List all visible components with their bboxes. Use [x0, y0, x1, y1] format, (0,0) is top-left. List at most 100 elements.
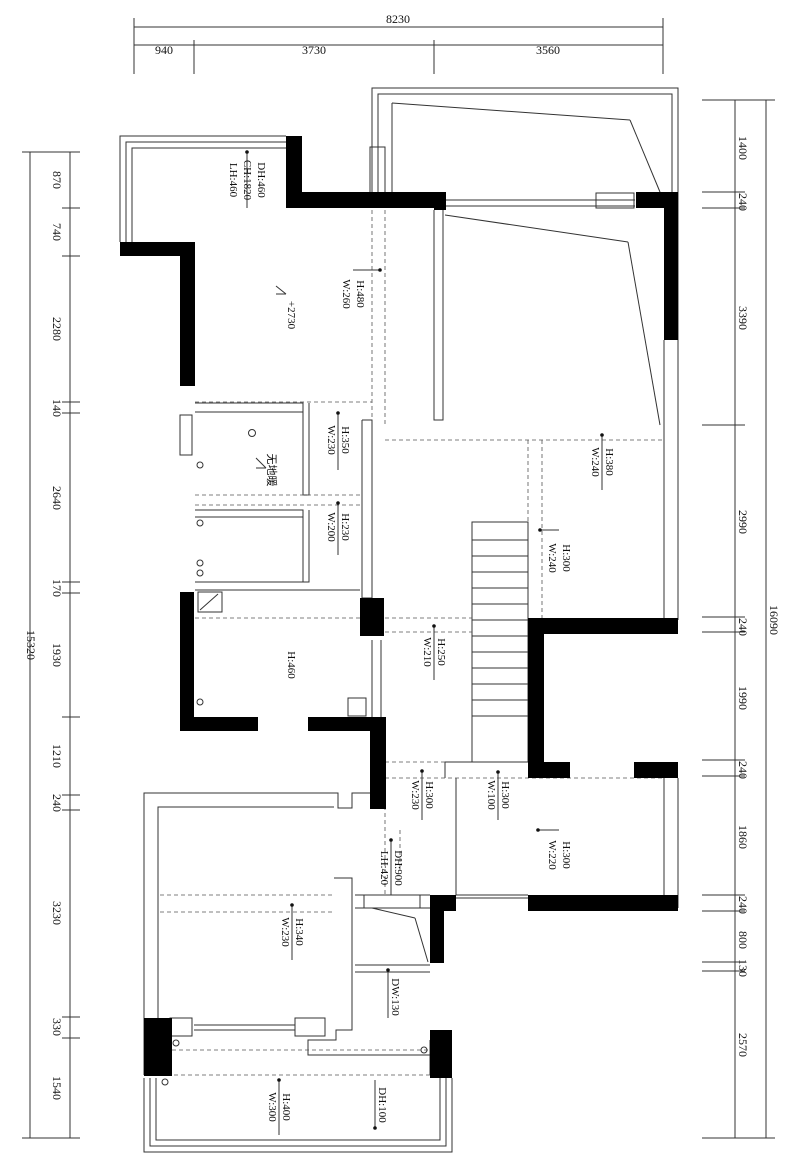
annotation-line: W:220: [546, 840, 558, 870]
dim-right-segment: 1860: [736, 825, 750, 849]
dim-right-total: 16090: [767, 605, 781, 635]
annotation-a17: H:400 W:300: [266, 1092, 292, 1122]
annotation-a16: DW:130: [389, 978, 401, 1016]
annotation-line: H:250: [435, 638, 447, 666]
dim-left-segment: 740: [50, 223, 64, 241]
annotation-line: DH:900: [392, 850, 404, 886]
top-dimension-chain: 8230 940 3730 3560: [133, 12, 664, 74]
annotation-line: H:350: [339, 426, 351, 454]
annotation-line: W:240: [589, 447, 601, 477]
dim-right-segment: 800: [736, 931, 750, 949]
annotation-line: H:300: [423, 781, 435, 809]
dim-right-segment: 240: [736, 193, 750, 211]
dim-left-segment: 2280: [50, 317, 64, 341]
dim-top-segment: 940: [155, 43, 173, 57]
dim-right-segment: 1990: [736, 686, 750, 710]
dim-left-segment: 330: [50, 1018, 64, 1036]
annotation-a14: DH:900 LH:420: [378, 850, 404, 886]
annotation-line: DH:460: [255, 162, 267, 198]
annotation-line: W:230: [409, 780, 421, 810]
annotation-a6: H:230 W:200: [325, 512, 351, 542]
thin-outlines: [119, 87, 679, 1153]
annotation-line: LH:420: [378, 851, 390, 886]
annotation-line: H:380: [603, 448, 615, 476]
annotation-line: W:100: [485, 780, 497, 810]
annotation-a13: H:300 W:220: [546, 840, 572, 870]
annotation-line: W:230: [325, 425, 337, 455]
dim-left-segment: 3230: [50, 901, 64, 925]
annotation-line: H:460: [285, 651, 297, 679]
socket-icon: [161, 1078, 169, 1086]
annotation-a9: H:460: [285, 651, 297, 679]
socket-icon: [196, 698, 204, 706]
annotation-line: +2730: [285, 301, 297, 330]
washbasin-icon: [197, 591, 223, 613]
annotation-a4: H:350 W:230: [325, 425, 351, 455]
annotation-line: LH:460: [227, 163, 239, 198]
dim-left-segment: 1210: [50, 744, 64, 768]
annotation-line: DW:130: [389, 978, 401, 1016]
dim-top-segment: 3730: [302, 43, 326, 57]
dashed-lines: [160, 210, 664, 1076]
dim-left-segment: 140: [50, 399, 64, 417]
annotation-a7: H:380 W:240: [589, 447, 615, 477]
dim-right-segment: 1400: [736, 136, 750, 160]
dim-left-segment: 170: [50, 579, 64, 597]
dim-left-segment: 240: [50, 794, 64, 812]
dim-right-segment: 2570: [736, 1033, 750, 1057]
annotation-line: H:340: [293, 918, 305, 946]
room-annotations: DH:460 CH:1820 LH:460 H:480 W:260 +2730 …: [227, 150, 615, 1135]
annotation-line: W:200: [325, 512, 337, 542]
annotation-line: W:300: [266, 1092, 278, 1122]
dim-right-segment: 130: [736, 959, 750, 977]
dim-right-segment: 240: [736, 761, 750, 779]
socket-icon: [196, 559, 204, 567]
ceiling-light-icon: [248, 429, 256, 437]
dim-left-segment: 1540: [50, 1076, 64, 1100]
dim-top-segment: 3560: [536, 43, 560, 57]
annotation-line: H:300: [499, 781, 511, 809]
annotation-a8: H:300 W:240: [546, 543, 572, 573]
dim-right-segment: 3390: [736, 306, 750, 330]
socket-icon: [196, 461, 204, 469]
dim-left-total: 15320: [24, 630, 38, 660]
level-mark-icon: [275, 285, 287, 295]
annotation-a1: DH:460 CH:1820 LH:460: [227, 160, 267, 201]
dim-left-segment: 2640: [50, 486, 64, 510]
socket-icon: [196, 519, 204, 527]
annotation-a2: H:480 W:260: [340, 279, 366, 309]
dim-left-segment: 870: [50, 171, 64, 189]
right-dimension-chain: 16090 1400 240 3390 2990 240 1990 240 18…: [702, 99, 781, 1139]
annotation-line: W:240: [546, 543, 558, 573]
level-mark-icon: [255, 457, 267, 469]
annotation-line: W:230: [279, 917, 291, 947]
annotation-line: 无地暖: [265, 454, 278, 487]
annotation-line: H:230: [339, 513, 351, 541]
annotation-a5: 无地暖: [265, 454, 278, 487]
annotation-line: DH:100: [376, 1087, 388, 1123]
annotation-a3: +2730: [285, 301, 297, 330]
annotation-a18: DH:100: [376, 1087, 388, 1123]
annotation-a12: H:300 W:100: [485, 780, 511, 810]
dim-right-segment: 240: [736, 618, 750, 636]
annotation-line: W:210: [421, 637, 433, 667]
socket-icon: [420, 1046, 428, 1054]
annotation-a11: H:300 W:230: [409, 780, 435, 810]
annotation-line: H:400: [280, 1093, 292, 1121]
annotation-a10: H:250 W:210: [421, 637, 447, 667]
annotation-line: H:300: [560, 841, 572, 869]
fixtures: [161, 285, 428, 1086]
dim-right-segment: 240: [736, 896, 750, 914]
socket-icon: [172, 1039, 180, 1047]
annotation-line: W:260: [340, 279, 352, 309]
left-dimension-chain: 15320 870 740 2280 140 2640 170 1930 121…: [22, 151, 80, 1139]
structural-walls: [120, 136, 678, 1078]
dim-right-segment: 2990: [736, 510, 750, 534]
annotation-a15: H:340 W:230: [279, 917, 305, 947]
dim-top-total: 8230: [386, 12, 410, 26]
socket-icon: [196, 569, 204, 577]
dim-left-segment: 1930: [50, 643, 64, 667]
annotation-line: H:300: [560, 544, 572, 572]
annotation-line: H:480: [354, 280, 366, 308]
